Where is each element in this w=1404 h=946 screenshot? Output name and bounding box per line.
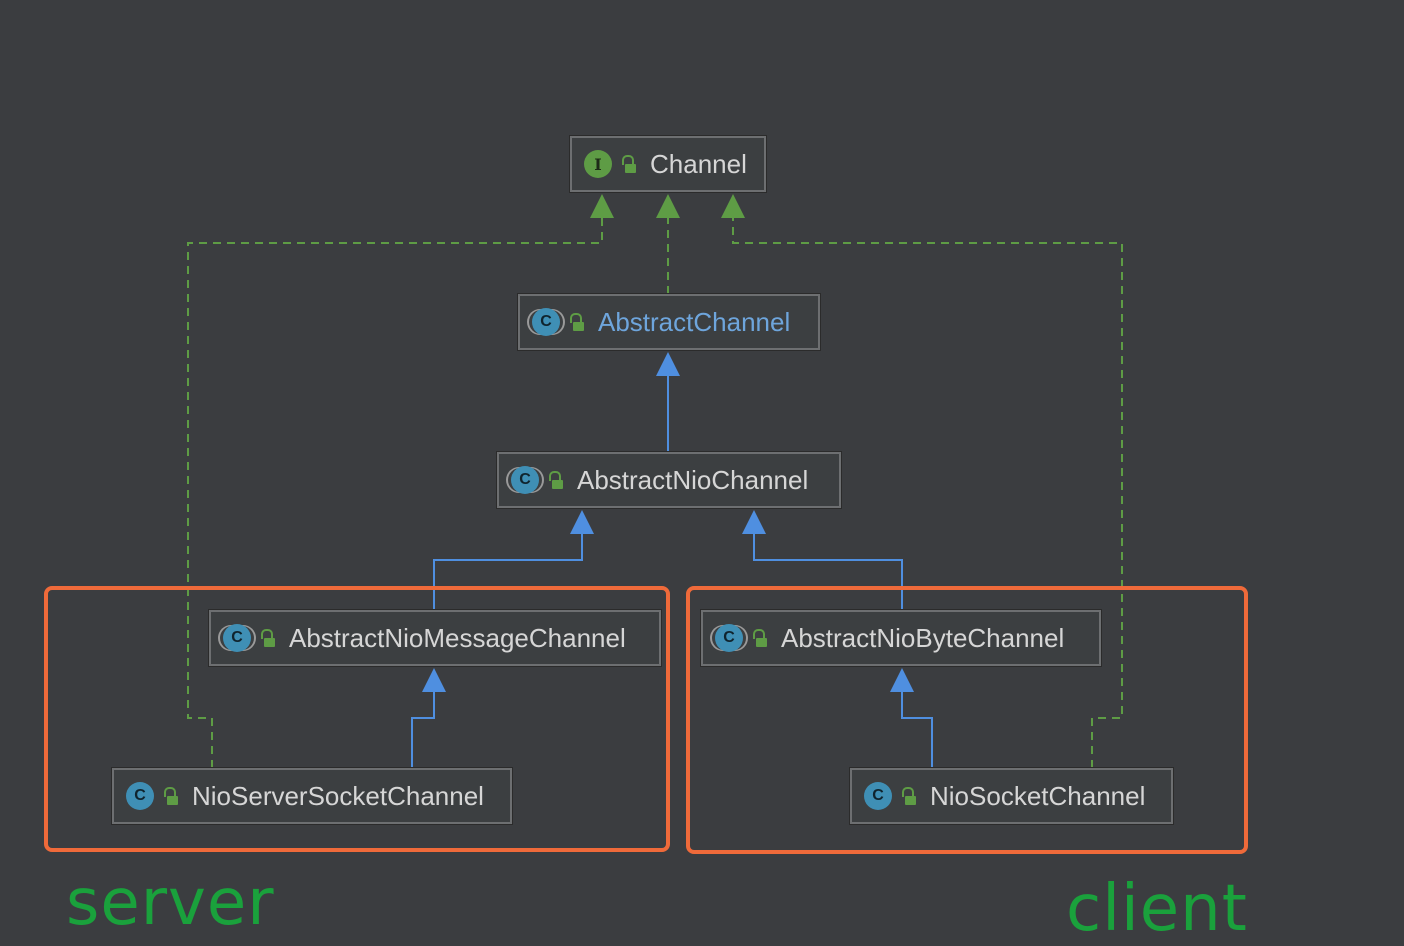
- public-lock-icon: [622, 155, 636, 173]
- node-abstract-channel[interactable]: C AbstractChannel: [518, 294, 820, 350]
- implements-edge: [187, 200, 603, 768]
- extends-arrowhead: [742, 510, 766, 534]
- node-label: NioSocketChannel: [930, 780, 1146, 811]
- node-nio-socket-channel[interactable]: C NioSocketChannel: [850, 768, 1173, 824]
- extends-edge: [433, 532, 583, 610]
- client-group-label: client: [1066, 872, 1248, 946]
- public-lock-icon: [164, 787, 178, 805]
- abstract-class-icon: C: [223, 624, 251, 652]
- implements-arrowhead: [590, 194, 614, 218]
- node-label: AbstractNioChannel: [577, 464, 809, 495]
- node-abstract-nio-message-channel[interactable]: C AbstractNioMessageChannel: [209, 610, 661, 666]
- node-label: AbstractNioByteChannel: [781, 622, 1065, 653]
- class-icon: C: [864, 782, 892, 810]
- node-channel[interactable]: I Channel: [570, 136, 766, 192]
- extends-edge: [901, 690, 933, 768]
- public-lock-icon: [902, 787, 916, 805]
- node-label: AbstractChannel: [598, 306, 791, 337]
- node-label: NioServerSocketChannel: [192, 780, 484, 811]
- extends-edge: [753, 532, 903, 610]
- implements-arrowhead: [656, 194, 680, 218]
- server-group-box: [44, 586, 670, 852]
- extends-edge: [411, 690, 435, 768]
- abstract-class-icon: C: [532, 308, 560, 336]
- extends-arrowhead: [890, 668, 914, 692]
- node-abstract-nio-channel[interactable]: C AbstractNioChannel: [497, 452, 841, 508]
- extends-arrowhead: [656, 352, 680, 376]
- interface-icon: I: [584, 150, 612, 178]
- server-group-label: server: [66, 866, 275, 940]
- abstract-class-icon: C: [511, 466, 539, 494]
- public-lock-icon: [549, 471, 563, 489]
- node-label: AbstractNioMessageChannel: [289, 622, 626, 653]
- class-icon: C: [126, 782, 154, 810]
- extends-arrowhead: [570, 510, 594, 534]
- implements-arrowhead: [721, 194, 745, 218]
- client-group-box: [686, 586, 1248, 854]
- public-lock-icon: [570, 313, 584, 331]
- extends-arrowhead: [422, 668, 446, 692]
- abstract-class-icon: C: [715, 624, 743, 652]
- public-lock-icon: [753, 629, 767, 647]
- node-label: Channel: [650, 148, 747, 179]
- public-lock-icon: [261, 629, 275, 647]
- node-abstract-nio-byte-channel[interactable]: C AbstractNioByteChannel: [701, 610, 1101, 666]
- node-nio-server-socket-channel[interactable]: C NioServerSocketChannel: [112, 768, 512, 824]
